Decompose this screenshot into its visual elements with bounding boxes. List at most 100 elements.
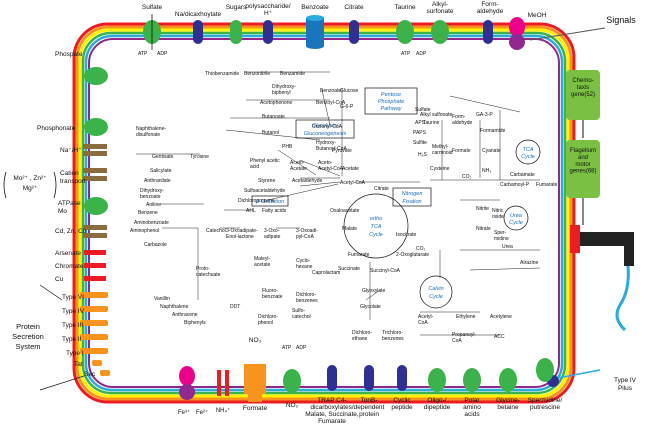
secretion-systems: [80, 292, 110, 376]
polar-label-3: acids: [464, 411, 480, 418]
type2-label: Type II: [62, 336, 82, 343]
styrene-label: Styrene: [258, 178, 275, 184]
nh4-transporter: [217, 370, 229, 396]
butanoate-label: Butanoate: [262, 114, 285, 120]
form-label: Form-: [481, 1, 498, 8]
acetoacetylcoa-label: Aceto-Acetyl-CoA: [318, 160, 344, 172]
formate-label: Formate: [243, 405, 268, 412]
thiobenzamide-label: Thiobenzamide: [205, 71, 239, 77]
nitrate-label: Nitrate: [476, 226, 491, 232]
ppp-label-3: Pathway: [380, 106, 402, 112]
biphenyls-label: Biphenyls: [184, 320, 206, 326]
arsenate-label: Arsenate: [55, 250, 81, 257]
glycine-label-1: Glycine-: [496, 397, 520, 404]
naphthalene2-label: Naphthalene: [160, 304, 189, 310]
phosphonate-label: Phosphonate: [37, 125, 76, 132]
h2s-label: H₂S: [418, 152, 428, 158]
urea-label-2: Cycle: [509, 220, 523, 226]
cu-pump: [84, 276, 106, 281]
oligo-dipeptide-transporter: [428, 368, 446, 392]
vanillin-label: Vanillin: [154, 296, 170, 302]
pyruvate-label: Pyruvate: [332, 148, 352, 154]
dihydroxybiphenyl-label: Dihydroxy-biphenyl: [272, 84, 296, 96]
cyanate-label: Cyanate: [482, 148, 501, 154]
isocitrate-label: Isocitrate: [396, 232, 417, 238]
signals-arrow: [529, 27, 606, 41]
spermidine-label-2: putrescine: [530, 404, 560, 411]
crotonylcoa-label: Crotonyl-CoA: [312, 124, 343, 130]
cation-label: Cation: [60, 170, 79, 177]
tyrosine-label: Tyrosine: [190, 154, 209, 160]
oxoadipate2-label: 3-Oxo-adipate: [264, 228, 281, 240]
type4-label: Type IV: [62, 308, 85, 315]
oxoadipylcoa-label: 3-Oxoadi-pyl-CoA: [296, 228, 318, 240]
ppp-label-2: Phosphate: [378, 99, 404, 105]
formamide-label: Formamide: [480, 128, 506, 134]
polar-label-1: Polar: [464, 397, 480, 404]
trap-label-4: Fumarate: [318, 418, 346, 425]
nh3-label: NH₃: [482, 168, 491, 174]
metals-label-2: Mg²⁺: [23, 185, 38, 192]
polysaccharide-label: polysaccharide/: [245, 3, 290, 10]
propanoyl-label: Propanoyl-CoA: [452, 332, 477, 344]
acetylcoa2-label: Acetyl-CoA: [418, 314, 434, 326]
atp-tag: ATP: [401, 51, 411, 57]
no2-transporter: [283, 369, 301, 393]
co2-label: CO₂: [462, 174, 472, 180]
tca-label-1: TCA: [523, 147, 534, 153]
benzoate-channel: [306, 15, 324, 49]
trap-label-2: dicarboxylates/: [310, 404, 354, 411]
gentisate-label: Gentisate: [152, 154, 174, 160]
sulfite-label: Sulfite: [413, 140, 427, 146]
naphthalene-label: Naphthalene-disulfonate: [136, 126, 166, 138]
metals-label: Mo²⁺ , Zn²⁺: [13, 175, 47, 182]
polysaccharide-transporter: [263, 20, 273, 44]
dichlorophenol-label: Dichloro-phenol: [258, 314, 278, 326]
na-dicarboxylate-transporter: [193, 20, 203, 44]
fumarate-met-label: Fumarate: [536, 182, 558, 188]
trap-label-1: TRAP C4-: [317, 397, 347, 404]
ortho-label-2: TCA: [371, 224, 382, 230]
oligo-label-1: Oligo-/: [427, 397, 446, 404]
na-h-label: Na⁺/H⁺: [60, 147, 82, 154]
atpase-mo: [84, 197, 108, 215]
flagellar-motor: [570, 225, 634, 332]
signals-label: Signals: [606, 15, 636, 25]
formaldehyde-label: Form-aldehyde: [452, 114, 473, 126]
sulfate-met-label: Sulfate: [415, 107, 431, 113]
salicylate-label: Salicylate: [150, 168, 172, 174]
urea-label-1: Urea: [510, 213, 522, 219]
cd-zn-co-transporter: [83, 225, 107, 238]
type3-label: Type III: [62, 322, 84, 329]
dichlorobenzene-label: Dichloro-benzenes: [296, 292, 318, 304]
calvin-label-2: Cycle: [429, 294, 443, 300]
ppp-label-1: Pentose: [381, 92, 401, 98]
formaldehyde-transporter: [483, 20, 493, 44]
benzamide-label: Benzamide: [280, 71, 305, 77]
na-dicarboxylate-label: Na/dicaxhoylate: [175, 11, 222, 18]
atpase-label-2: Mo: [58, 208, 67, 215]
protein-sec-label: Protein: [16, 322, 40, 331]
calvin-label-1: Calvin: [428, 286, 443, 292]
carbamate-label: Carbamate: [510, 172, 535, 178]
beta-oxidation-box: [251, 195, 289, 207]
left-paren: [3, 171, 7, 199]
alkyl-label: Alkyl-: [432, 1, 448, 8]
catechol-label: Catechol: [206, 228, 226, 234]
citrate-label: Citrate: [344, 4, 364, 11]
oxoglutarate-label: 2-Oxoglutarate: [396, 252, 429, 258]
cysteine-label: Cysteine: [430, 166, 450, 172]
glycine-label-2: betaine: [497, 404, 519, 411]
type6-label: Type VI: [62, 294, 84, 301]
glucose-label: Glucose: [340, 88, 359, 94]
sugars-label: Sugars: [226, 4, 247, 11]
urea-label: Urea: [502, 244, 513, 250]
tca-label-2: Cycle: [521, 154, 535, 160]
glyco-label-1: Glycolysis/: [312, 123, 339, 129]
acetylene-label: Acetylene: [490, 314, 512, 320]
acetaldehyde-label: Acetaldehyde: [292, 178, 323, 184]
